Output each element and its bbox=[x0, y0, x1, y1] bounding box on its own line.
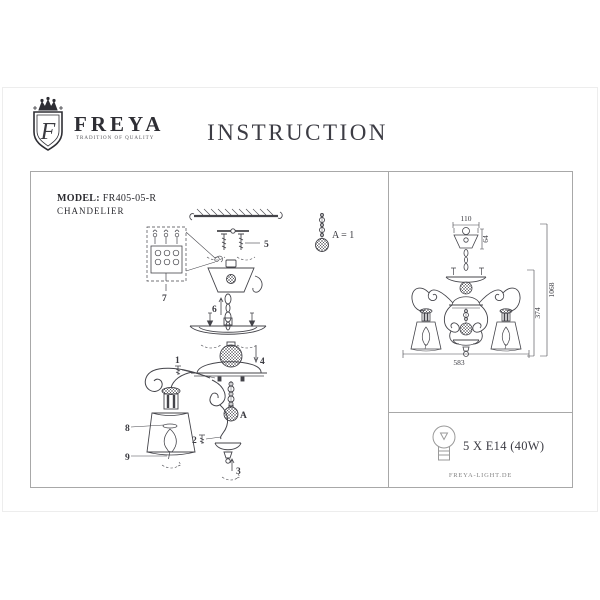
arrow-up-icon bbox=[218, 297, 224, 315]
dim-canopy-height: 64 bbox=[481, 235, 490, 243]
exploded-diagram: 5 7 6 4 1 A 2 3 8 9 A = 1 bbox=[125, 208, 354, 481]
callout-1: 1 bbox=[175, 356, 180, 366]
callout-9: 9 bbox=[125, 453, 130, 463]
product-type: CHANDELIER bbox=[57, 206, 125, 216]
callout-7: 7 bbox=[162, 294, 167, 304]
bobeche-dish bbox=[189, 312, 267, 349]
arrow-down-icon bbox=[253, 346, 259, 364]
callout-5: 5 bbox=[264, 240, 269, 250]
ceiling-hook-icon bbox=[252, 275, 263, 293]
ceiling-plate bbox=[189, 208, 283, 221]
drawing-central-column bbox=[452, 308, 480, 357]
brand-name: FREYA bbox=[74, 112, 165, 136]
model-label: MODEL: bbox=[57, 193, 100, 204]
freya-logo: F bbox=[33, 96, 63, 151]
scroll-arm bbox=[144, 367, 228, 440]
logo-monogram: F bbox=[40, 119, 56, 145]
lamp-shade bbox=[130, 412, 196, 456]
dim-top-width: 110 bbox=[461, 214, 472, 223]
brand-tagline: TRADITION OF QUALITY bbox=[76, 136, 155, 141]
bulb-section: 5 X E14 (40W) FREYA-LIGHT.DE bbox=[389, 412, 572, 487]
pendant-icon bbox=[315, 213, 329, 252]
drawing-dome bbox=[449, 296, 483, 309]
left-panel: MODEL: FR405-05-R CHANDELIER bbox=[30, 171, 389, 488]
callout-3: 3 bbox=[236, 467, 241, 477]
right-panel: 110 64 1068 374 583 5 X E14 (40W) FREYA-… bbox=[388, 171, 573, 488]
drawing-right-lamp bbox=[490, 308, 522, 352]
arm-screw-2 bbox=[199, 434, 222, 444]
lamp-socket bbox=[161, 387, 181, 410]
crystal-pendant bbox=[223, 381, 239, 422]
arrow-up-icon bbox=[229, 458, 235, 471]
callout-4: 4 bbox=[260, 357, 265, 367]
model-block: MODEL: FR405-05-R CHANDELIER bbox=[57, 192, 156, 218]
model-number: FR405-05-R bbox=[102, 193, 157, 204]
legend-text: A = 1 bbox=[332, 230, 354, 241]
dim-overall-height: 1068 bbox=[547, 282, 556, 297]
dim-fixture-height: 374 bbox=[533, 307, 542, 319]
candle-bulb bbox=[131, 428, 182, 469]
callout-A: A bbox=[240, 411, 247, 421]
terminal-block-detail bbox=[146, 226, 216, 291]
site-footer: FREYA-LIGHT.DE bbox=[448, 472, 513, 479]
mounting-screws bbox=[221, 233, 244, 250]
dimension-lines bbox=[402, 222, 548, 358]
instruction-title: INSTRUCTION bbox=[207, 120, 388, 145]
shield-icon bbox=[33, 111, 63, 151]
drawing-bobeche bbox=[445, 276, 487, 283]
drawing-canopy bbox=[453, 227, 479, 249]
callout-6: 6 bbox=[212, 305, 217, 315]
callout-2: 2 bbox=[192, 436, 197, 446]
drawing-crystal-ball bbox=[459, 281, 473, 295]
bulb-spec: 5 X E14 (40W) bbox=[463, 439, 545, 453]
dim-bottom-width: 583 bbox=[453, 358, 465, 367]
bulb-icon bbox=[432, 425, 456, 461]
canopy bbox=[207, 255, 263, 293]
drawing-left-lamp bbox=[410, 308, 442, 352]
dimension-drawing: 110 64 1068 374 583 bbox=[402, 214, 556, 367]
callout-8: 8 bbox=[125, 424, 130, 434]
mounting-bracket bbox=[206, 228, 260, 261]
bottom-finial-cup bbox=[214, 442, 242, 481]
crown-icon bbox=[38, 98, 58, 111]
drawing-chain bbox=[463, 249, 469, 271]
